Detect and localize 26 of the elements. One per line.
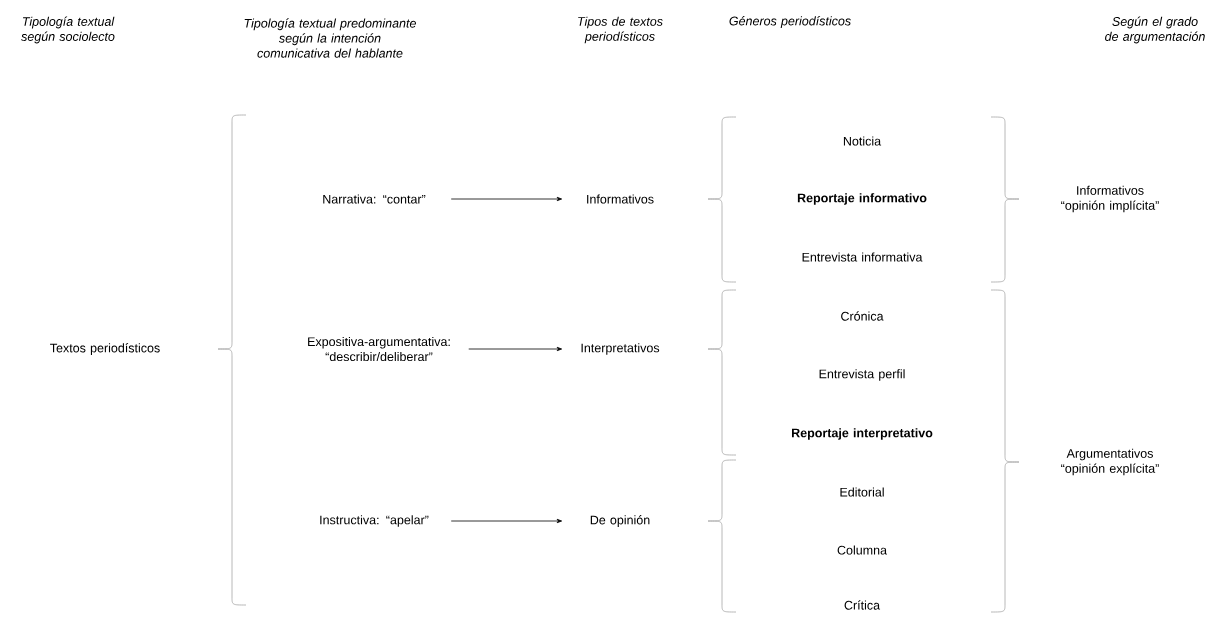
text-label: Argumentativos “opinión explícita” bbox=[1061, 448, 1159, 476]
text-label: Instructiva: “apelar” bbox=[320, 515, 429, 527]
arrow bbox=[450, 196, 563, 202]
text-label: Informativos “opinión implícita” bbox=[1061, 185, 1159, 213]
text-label: Expositiva-argumentativa: “describir/deliberar” bbox=[308, 336, 450, 362]
text-label: De opinión bbox=[590, 515, 650, 527]
arrow bbox=[468, 346, 563, 352]
text-label: Crítica bbox=[844, 600, 881, 610]
text-label: Interpretativos bbox=[581, 343, 660, 355]
text-label: Narrativa: “contar” bbox=[323, 194, 426, 204]
column-heading: Tipología textual según sociolecto bbox=[21, 16, 115, 44]
column-heading: Tipología textual predominante según la intención comunicativa del hablante bbox=[244, 18, 416, 58]
column-heading: Según el grado de argumentación bbox=[1105, 16, 1205, 44]
text-label: Columna bbox=[837, 545, 887, 555]
text-label: Informativos bbox=[587, 194, 654, 204]
text-label: Entrevista perfil bbox=[819, 369, 905, 381]
column-heading: Tipos de textos periodísticos bbox=[578, 16, 663, 44]
text-label: Entrevista informativa bbox=[802, 252, 923, 262]
text-label: Reportaje interpretativo bbox=[792, 428, 933, 440]
text-label: Textos periodísticos bbox=[50, 343, 160, 355]
column-heading: Géneros periodísticos bbox=[729, 16, 851, 28]
text-label: Reportaje informativo bbox=[797, 193, 927, 205]
text-label: Crónica bbox=[841, 311, 884, 321]
text-label: Noticia bbox=[843, 136, 882, 146]
text-label: Editorial bbox=[840, 487, 884, 497]
arrow bbox=[450, 518, 563, 524]
